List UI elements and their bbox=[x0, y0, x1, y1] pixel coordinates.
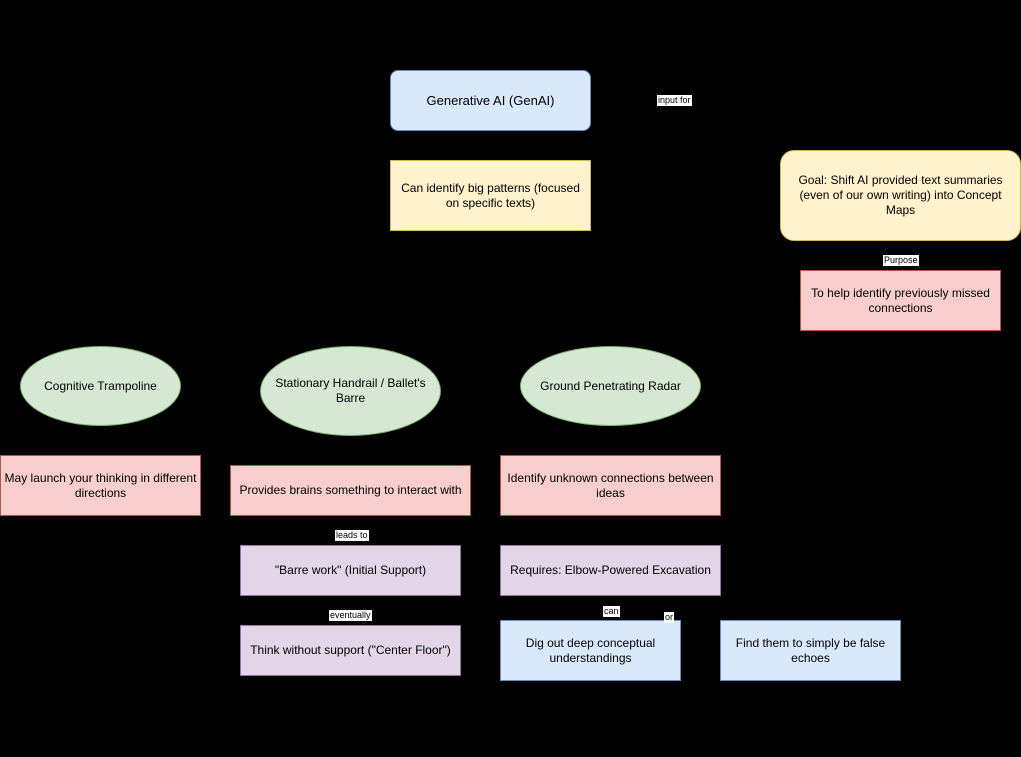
node-ground-penetrating-radar-label: Ground Penetrating Radar bbox=[540, 378, 681, 393]
node-generative-ai[interactable]: Generative AI (GenAI) bbox=[390, 70, 591, 131]
node-launch-thinking-label: May launch your thinking in different di… bbox=[4, 470, 197, 500]
edge-label-input-for: input for bbox=[657, 95, 692, 106]
node-barre-work[interactable]: "Barre work" (Initial Support) bbox=[240, 545, 461, 596]
node-brains-interact[interactable]: Provides brains something to interact wi… bbox=[230, 465, 471, 516]
node-cognitive-trampoline[interactable]: Cognitive Trampoline bbox=[20, 346, 181, 426]
node-barre-work-label: "Barre work" (Initial Support) bbox=[274, 563, 427, 577]
node-stationary-handrail[interactable]: Stationary Handrail / Ballet's Barre bbox=[260, 346, 441, 436]
node-ground-penetrating-radar[interactable]: Ground Penetrating Radar bbox=[520, 346, 701, 426]
node-cognitive-trampoline-label: Cognitive Trampoline bbox=[44, 378, 157, 393]
node-deep-understandings[interactable]: Dig out deep conceptual understandings bbox=[500, 620, 681, 681]
node-center-floor[interactable]: Think without support ("Center Floor") bbox=[240, 625, 461, 676]
node-excavation-label: Requires: Elbow-Powered Excavation bbox=[510, 563, 711, 577]
node-generative-ai-label: Generative AI (GenAI) bbox=[426, 93, 555, 108]
edge-label-can: can bbox=[603, 606, 620, 617]
node-center-floor-label: Think without support ("Center Floor") bbox=[250, 643, 451, 657]
node-missed-connections[interactable]: To help identify previously missed conne… bbox=[800, 270, 1001, 331]
node-missed-connections-label: To help identify previously missed conne… bbox=[811, 285, 990, 315]
edge-label-eventually: eventually bbox=[329, 610, 372, 621]
node-launch-thinking[interactable]: May launch your thinking in different di… bbox=[0, 455, 201, 516]
node-stationary-handrail-label: Stationary Handrail / Ballet's Barre bbox=[275, 376, 426, 405]
edge-patterns-to-radar bbox=[490, 299, 611, 346]
edge-label-leads-to: leads to bbox=[335, 530, 369, 541]
node-deep-understandings-label: Dig out deep conceptual understandings bbox=[525, 635, 656, 665]
edge-patterns-to-handrail bbox=[349, 299, 490, 346]
node-goal[interactable]: Goal: Shift AI provided text summaries (… bbox=[780, 150, 1021, 241]
edge-excavation-to-echoes bbox=[610, 604, 811, 620]
edge-label-purpose: Purpose bbox=[883, 255, 919, 266]
node-brains-interact-label: Provides brains something to interact wi… bbox=[239, 483, 462, 497]
node-false-echoes-label: Find them to simply be false echoes bbox=[735, 635, 886, 665]
node-excavation[interactable]: Requires: Elbow-Powered Excavation bbox=[500, 545, 721, 596]
node-big-patterns-label: Can identify big patterns (focused on sp… bbox=[401, 180, 580, 210]
edge-genai-to-goal bbox=[590, 99, 901, 150]
edge-patterns-to-trampoline bbox=[99, 230, 491, 346]
node-goal-label: Goal: Shift AI provided text summaries (… bbox=[798, 173, 1003, 217]
edge-label-or: or bbox=[664, 612, 675, 623]
node-identify-connections[interactable]: Identify unknown connections between ide… bbox=[500, 455, 721, 516]
node-identify-connections-label: Identify unknown connections between ide… bbox=[507, 470, 714, 500]
node-false-echoes[interactable]: Find them to simply be false echoes bbox=[720, 620, 901, 681]
node-big-patterns[interactable]: Can identify big patterns (focused on sp… bbox=[390, 160, 591, 231]
